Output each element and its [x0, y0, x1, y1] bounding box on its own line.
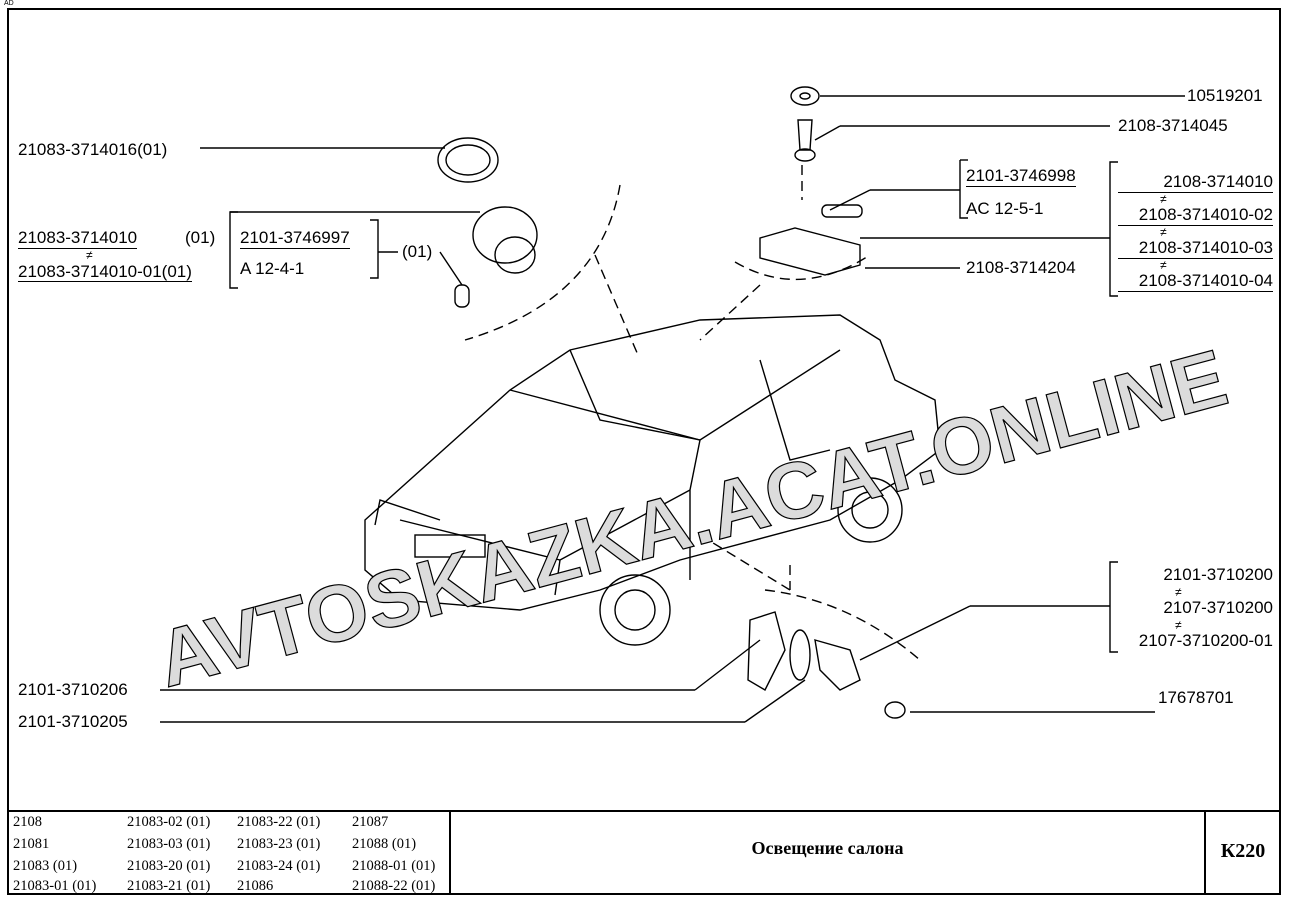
label-lamp-right-2: 2108-3714010-02	[1118, 205, 1273, 226]
label-17678701: 17678701	[1158, 688, 1234, 707]
label-21083-3714010: 21083-3714010	[18, 228, 138, 249]
label-lamp-right-1: 2108-3714010	[1118, 172, 1273, 193]
label-text: 21083-3714010-01(01)	[18, 262, 192, 282]
model-cell: 2108	[13, 814, 42, 830]
not-equal-mark: ≠	[1160, 258, 1167, 272]
label-2101-3746997: 2101-3746997	[240, 228, 350, 249]
label-switch-3: 2107-3710200-01	[1138, 631, 1273, 650]
label-2108-3714204: 2108-3714204	[966, 258, 1076, 277]
model-cell: 21088-22 (01)	[352, 878, 436, 894]
model-cell: 21083 (01)	[13, 858, 78, 874]
label-2101-3710206: 2101-3710206	[18, 680, 128, 699]
label-switch-2: 2107-3710200	[1163, 598, 1273, 617]
label-21083-3714010-01: 21083-3714010-01(01)	[18, 262, 192, 282]
model-cell: 21083-24 (01)	[237, 858, 321, 874]
dashed-guides	[464, 165, 921, 661]
model-cell: 21083-21 (01)	[127, 878, 211, 894]
not-equal-mark: ≠	[1175, 585, 1182, 599]
not-equal-mark: ≠	[1175, 618, 1182, 632]
label-lamp-right-3: 2108-3714010-03	[1118, 238, 1273, 259]
label-10519201: 10519201	[1187, 86, 1263, 105]
not-equal-mark: ≠	[1160, 225, 1167, 239]
label-switch-1: 2101-3710200	[1163, 565, 1273, 584]
label-2108-3714045: 2108-3714045	[1118, 116, 1228, 135]
label-21083-3714016: 21083-3714016(01)	[18, 140, 168, 159]
not-equal-mark: ≠	[86, 248, 93, 262]
model-cell: 21086	[237, 878, 274, 894]
drawing-frame	[7, 8, 1281, 895]
model-cell: 21088-01 (01)	[352, 858, 436, 874]
model-cell: 21088 (01)	[352, 836, 417, 852]
model-cell: 21083-20 (01)	[127, 858, 211, 874]
label-ac-12-5-1: AC 12-5-1	[966, 199, 1044, 218]
model-cell: 21083-02 (01)	[127, 814, 211, 830]
model-cell: 21083-03 (01)	[127, 836, 211, 852]
leader-lines	[160, 95, 1185, 723]
label-a-12-4-1: A 12-4-1	[240, 259, 305, 278]
footer-grid	[449, 810, 1206, 895]
parts	[437, 86, 906, 719]
label-2101-3710205: 2101-3710205	[18, 712, 128, 731]
label-suffix-01: (01)	[402, 242, 433, 261]
not-equal-mark: ≠	[1160, 192, 1167, 206]
footer-table	[7, 810, 1281, 897]
model-cell: 21083-01 (01)	[13, 878, 97, 894]
label-suffix-01: (01)	[185, 228, 216, 247]
corner-mark: AD	[4, 0, 14, 7]
model-cell: 21083-23 (01)	[237, 836, 321, 852]
model-cell: 21083-22 (01)	[237, 814, 321, 830]
label-2101-3746998: 2101-3746998	[966, 166, 1076, 187]
diagram-code: К220	[1220, 840, 1266, 862]
diagram-title: Освещение салона	[751, 838, 904, 858]
label-lamp-right-4: 2108-3714010-04	[1118, 271, 1273, 292]
model-cell: 21087	[352, 814, 389, 830]
car-outline	[364, 314, 941, 646]
model-cell: 21081	[13, 836, 50, 852]
